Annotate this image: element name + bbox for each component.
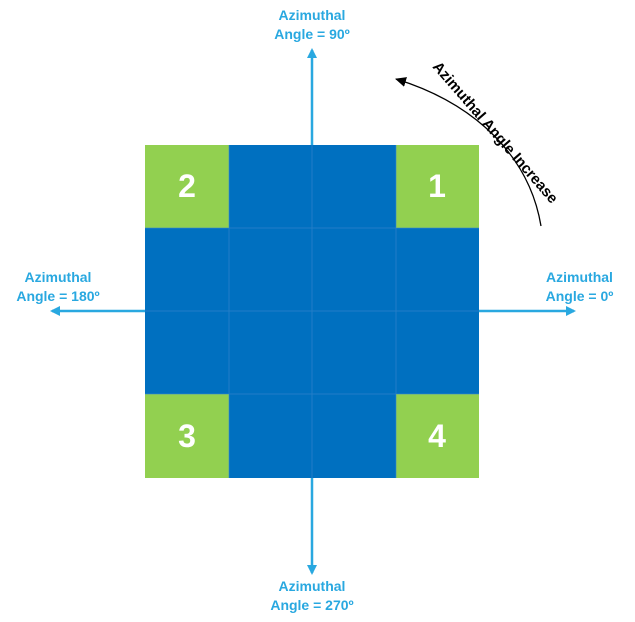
label-bottom-line2: Angle = 270º — [270, 597, 354, 613]
cell-number-3: 3 — [178, 418, 196, 454]
label-top-line1: Azimuthal — [278, 7, 346, 23]
label-right: Azimuthal Angle = 0º — [524, 268, 635, 306]
cell-center — [229, 311, 312, 394]
curved-arrow — [395, 77, 542, 227]
cell-center — [229, 394, 312, 478]
cell-center — [229, 145, 312, 228]
gridlines — [145, 145, 479, 478]
label-left: Azimuthal Angle = 180º — [0, 268, 116, 306]
cell-center — [312, 228, 396, 311]
cell-corner-4 — [396, 394, 479, 478]
cell-center — [145, 311, 229, 394]
cell-center — [396, 311, 479, 394]
label-left-line1: Azimuthal — [24, 269, 92, 285]
label-right-line1: Azimuthal — [546, 269, 613, 285]
label-left-line2: Angle = 180º — [16, 288, 100, 304]
cell-center — [145, 228, 229, 311]
cell-number-1: 1 — [428, 168, 446, 204]
label-right-line2: Angle = 0º — [545, 288, 614, 304]
label-bottom: Azimuthal Angle = 270º — [252, 577, 372, 615]
cell-center — [229, 228, 312, 311]
cell-number-2: 2 — [178, 168, 196, 204]
cell-center — [312, 394, 396, 478]
label-top: Azimuthal Angle = 90º — [252, 6, 372, 44]
label-bottom-line1: Azimuthal — [278, 578, 346, 594]
cell-corner-2 — [145, 145, 229, 228]
cell-corner-3 — [145, 394, 229, 478]
label-top-line2: Angle = 90º — [274, 26, 350, 42]
cell-corner-1 — [396, 145, 479, 228]
cell-center — [312, 145, 396, 228]
cell-number-4: 4 — [428, 418, 446, 454]
cell-center — [396, 228, 479, 311]
grid — [145, 145, 479, 478]
cell-center — [312, 311, 396, 394]
